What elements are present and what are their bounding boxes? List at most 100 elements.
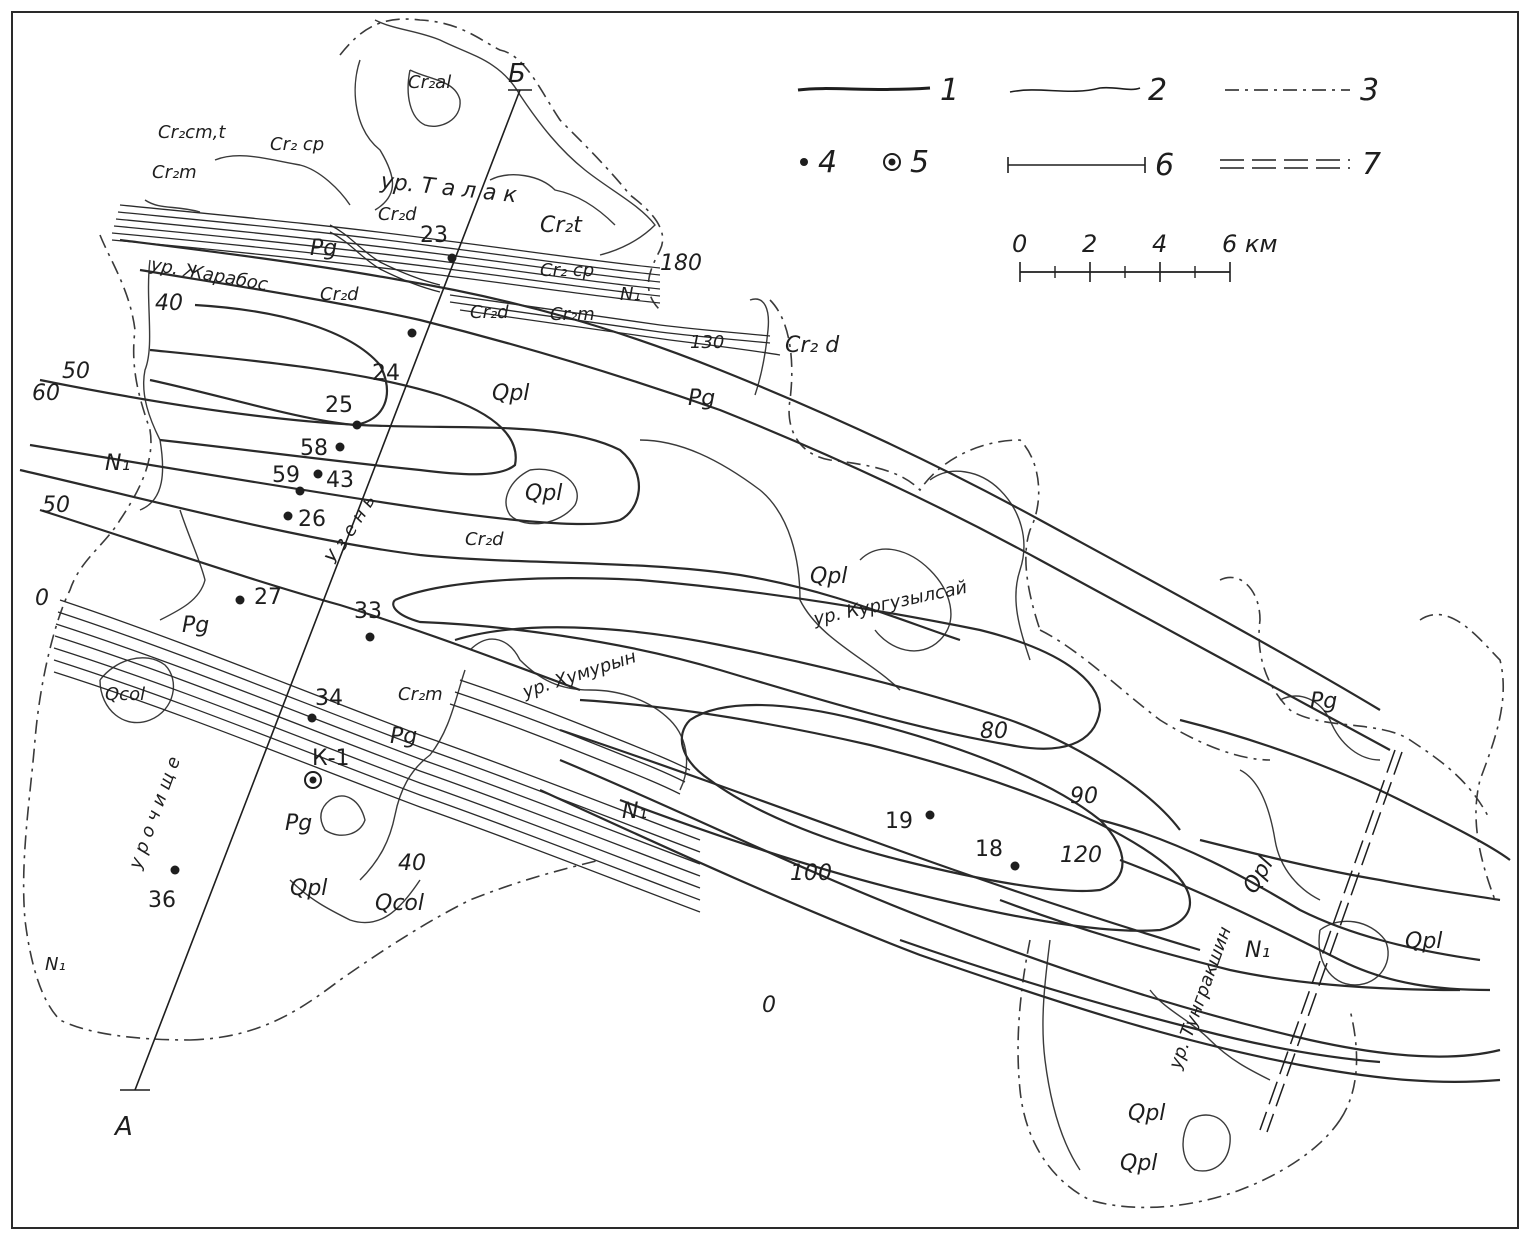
formation-label: N₁	[622, 799, 647, 824]
formation-label: Cr₂t	[540, 213, 583, 238]
map-frame	[11, 11, 1519, 1229]
well-label-59: 59	[272, 463, 300, 488]
formation-label: Pg	[285, 811, 312, 836]
legend-label-6: 6	[1155, 148, 1174, 183]
geological-boundaries	[99, 19, 1389, 1172]
well-label-27: 27	[254, 585, 282, 610]
well-marker-circled	[309, 776, 317, 784]
formation-label: Cr₂ cp	[270, 134, 324, 155]
well-label-k1: К-1	[312, 746, 350, 771]
scale-bar: 0 2 4 6 км	[1012, 230, 1278, 282]
profile-label-start: А	[113, 1112, 133, 1142]
isoline-label: 120	[1060, 843, 1102, 868]
isoline-labels: 180 130 40 50 60 50 0 40 80 90 100 120 0	[32, 251, 1102, 1018]
scale-tick-4: 4	[1152, 230, 1167, 258]
well-marker	[352, 420, 362, 430]
scale-tick-6-km: 6 км	[1222, 230, 1278, 258]
well-label-24: 24	[372, 361, 400, 386]
formation-labels: Cr₂al Cr₂cm,t Cr₂ cp Cr₂m Cr₂d Cr₂t Cr₂ …	[45, 72, 1442, 1176]
isoline-label: 40	[155, 291, 183, 316]
formation-label: Qpl	[492, 381, 529, 406]
well-labels: 23 24 25 58 59 43 26 27 33 34 К-1 36 19 …	[148, 223, 1003, 913]
isoline-label: 90	[1070, 784, 1098, 809]
formation-label: Qpl	[1128, 1101, 1165, 1126]
formation-label: Cr₂m	[152, 162, 197, 183]
profile-label-end: Б	[508, 59, 526, 89]
well-label-43: 43	[326, 468, 354, 493]
locality-karabos: ур. Жарабос	[148, 254, 269, 295]
formation-label: Pg	[1310, 689, 1337, 714]
well-label-36: 36	[148, 888, 176, 913]
legend-label-3: 3	[1360, 73, 1379, 108]
well-label-34: 34	[315, 686, 343, 711]
well-marker-circled	[304, 771, 322, 789]
fault-line	[1259, 749, 1403, 1133]
well-label-19: 19	[885, 809, 913, 834]
formation-label: Qcol	[375, 891, 424, 916]
formation-label: Qpl	[525, 481, 562, 506]
formation-label: Cr₂m	[550, 304, 595, 325]
legend-label-5: 5	[910, 145, 929, 180]
formation-label: Cr₂d	[378, 204, 417, 225]
well-marker	[235, 595, 245, 605]
isoline-label: 180	[660, 251, 702, 276]
formation-label: Qpl	[810, 564, 847, 589]
isoline-label: 50	[42, 493, 70, 518]
locality-uzen: У з е н ь	[321, 491, 380, 567]
isoline-label: 0	[762, 993, 776, 1018]
well-marker	[283, 511, 293, 521]
formation-label: Pg	[688, 386, 715, 411]
legend-symbol-1	[797, 86, 931, 92]
legend-label-1: 1	[940, 73, 959, 108]
formation-label: Pg	[390, 724, 417, 749]
formation-label: Qpl	[1239, 853, 1279, 898]
legend-label-7: 7	[1362, 147, 1381, 182]
well-marker	[170, 865, 180, 875]
well-marker	[447, 253, 457, 263]
formation-label: Qpl	[1405, 929, 1442, 954]
outcrop-boundary	[22, 18, 1505, 1209]
well-label-58: 58	[300, 436, 328, 461]
isoline-label: 100	[790, 861, 832, 886]
formation-label: Qpl	[1120, 1151, 1157, 1176]
well-marker	[407, 328, 417, 338]
legend: 1 2 3 4 5 6 7	[797, 73, 1381, 183]
formation-label: Pg	[182, 613, 209, 638]
legend-symbol-5	[883, 153, 901, 171]
scale-tick-2: 2	[1082, 230, 1097, 258]
isoline-label: 130	[690, 332, 724, 353]
isoline-label: 60	[32, 381, 60, 406]
locality-urochishche: у р о ч и щ е	[125, 754, 185, 873]
locality-tungrakshin: ур. Тунгракшин	[1165, 924, 1236, 1073]
well-label-26: 26	[298, 507, 326, 532]
formation-label: Cr₂d	[465, 529, 504, 550]
well-label-23: 23	[420, 223, 448, 248]
formation-label: Cr₂cm,t	[158, 122, 226, 143]
well-label-18: 18	[975, 837, 1003, 862]
well-marker	[365, 632, 375, 642]
formation-label: Cr₂ cp	[540, 260, 594, 281]
well-label-33: 33	[354, 599, 382, 624]
well-marker	[335, 442, 345, 452]
locality-names: ур. Т а л а к ур. Жарабос ур. Кургузылса…	[125, 169, 1236, 1073]
fault-zone-hatching	[53, 204, 781, 913]
legend-symbol-2	[1009, 86, 1141, 93]
locality-talak: ур. Т а л а к	[378, 169, 518, 208]
well-marker	[313, 469, 323, 479]
formation-label: Cr₂ d	[785, 333, 840, 358]
formation-label: Cr₂d	[320, 284, 359, 305]
isoline-label: 50	[62, 359, 90, 384]
scale-tick-0: 0	[1012, 230, 1027, 258]
formation-label: N₁	[620, 284, 641, 305]
legend-label-4: 4	[818, 145, 837, 180]
formation-label: Pg	[310, 236, 337, 261]
well-marker	[307, 713, 317, 723]
isoline-label: 80	[980, 719, 1008, 744]
well-marker	[295, 486, 305, 496]
formation-label: Qpl	[290, 876, 327, 901]
well-marker	[925, 810, 935, 820]
structural-isolines	[19, 238, 1511, 1083]
isoline-label: 40	[398, 851, 426, 876]
formation-label: N₁	[1245, 938, 1270, 963]
